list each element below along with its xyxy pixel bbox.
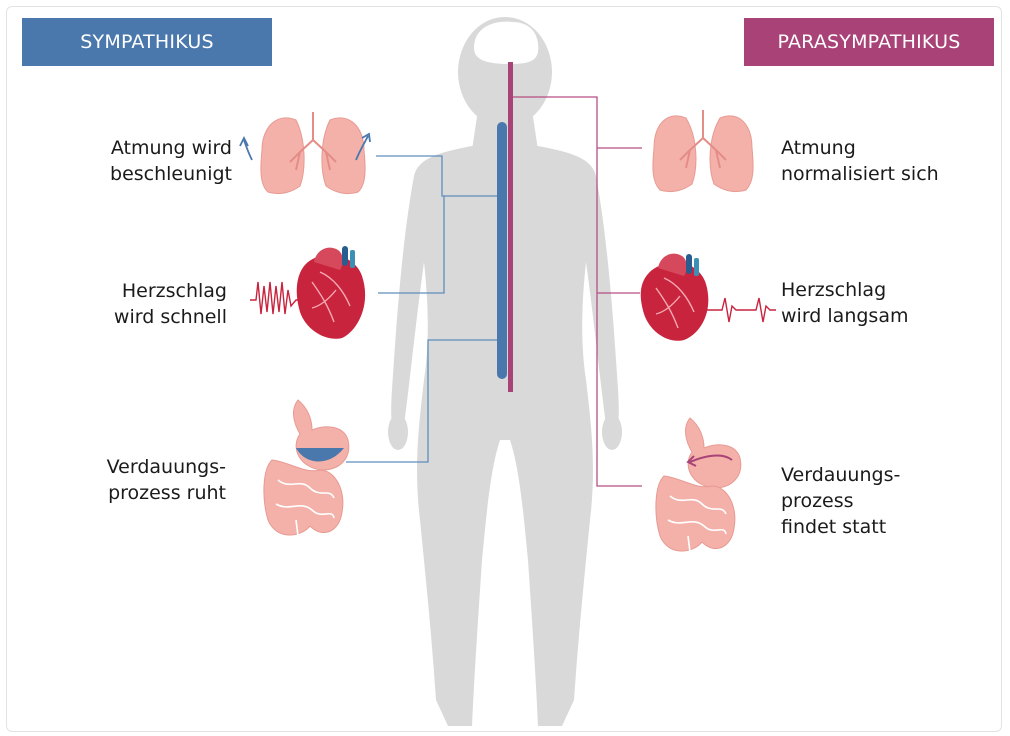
sympathikus-digestion-label: Verdauungs- prozess ruht (60, 454, 226, 506)
label-line: Herzschlag (781, 277, 981, 303)
label-line: prozess ruht (60, 480, 226, 506)
ecg-icon (250, 282, 304, 314)
heart-icon (641, 254, 709, 341)
parasympathikus-digestion-label: Verdauungs- prozess findet statt (781, 462, 981, 540)
lungs-icon (261, 112, 365, 194)
parasympathikus-breathing-label: Atmung normalisiert sich (781, 135, 981, 187)
label-line: Atmung (781, 135, 981, 161)
label-line: findet statt (781, 514, 981, 540)
label-line: prozess (781, 488, 981, 514)
sympathikus-nerve (497, 122, 507, 379)
parasympathikus-heartbeat-label: Herzschlag wird langsam (781, 277, 981, 329)
label-line: Herzschlag (60, 278, 227, 304)
label-line: beschleunigt (60, 161, 232, 187)
sympathikus-header: SYMPATHIKUS (22, 18, 272, 66)
label-line: Atmung wird (60, 135, 232, 161)
label-line: normalisiert sich (781, 161, 981, 187)
label-line: Verdauungs- (781, 462, 981, 488)
sympathikus-breathing-label: Atmung wird beschleunigt (60, 135, 232, 187)
sympathikus-heartbeat-label: Herzschlag wird schnell (60, 278, 227, 330)
parasympathikus-header: PARASYMPATHIKUS (744, 18, 994, 66)
label-line: wird langsam (781, 303, 981, 329)
parasympathikus-nerve (508, 62, 513, 392)
ecg-icon (700, 298, 776, 322)
label-line: Verdauungs- (60, 454, 226, 480)
lungs-icon (653, 110, 753, 192)
digestive-system-icon (656, 418, 741, 552)
digestive-system-icon (264, 400, 349, 536)
heart-icon (297, 246, 365, 339)
label-line: wird schnell (60, 304, 227, 330)
